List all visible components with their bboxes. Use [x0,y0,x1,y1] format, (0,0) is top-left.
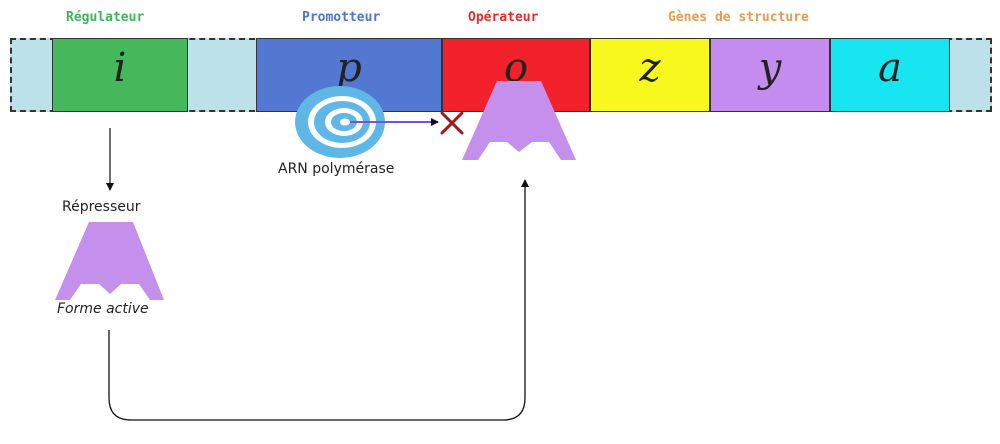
gene-a: a [830,38,950,112]
blocked-cross-icon [440,111,464,135]
represseur-label: Répresseur [62,199,141,215]
forme-active-label: Forme active [57,301,149,317]
gene-y: y [710,38,830,112]
label-genes-structure: Gènes de structure [668,10,809,25]
arn-polymerase-icon [295,86,385,158]
gene-z: z [590,38,710,112]
repressor-active-icon [55,222,164,300]
label-operateur: Opérateur [468,10,539,25]
binding-arrow [108,179,529,421]
gene-i: i [52,38,188,112]
repressor-bound-icon [462,81,576,160]
arn-polymerase-label: ARN polymérase [278,161,395,177]
label-promoteur: Promotteur [302,10,381,25]
label-regulateur: Régulateur [66,10,145,25]
